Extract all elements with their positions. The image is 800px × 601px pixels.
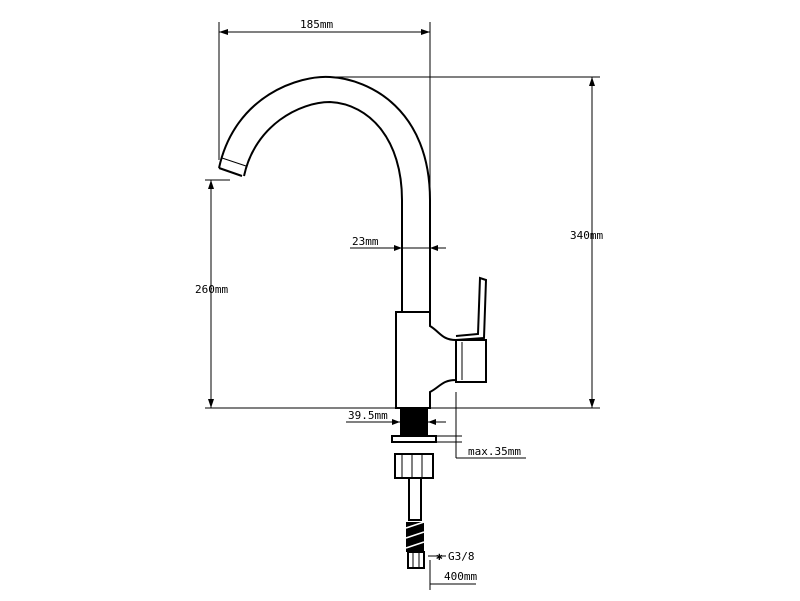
dimension-lines [205,22,600,590]
spout-outer-curve [218,75,431,312]
hose-connector [407,551,425,569]
lever-handle [455,276,488,341]
label-tube-diameter: 23mm [352,235,379,248]
threaded-rod [408,477,422,521]
label-max-thickness: max.35mm [468,445,521,458]
spout-tip [218,167,243,177]
label-base-diameter: 39.5mm [348,409,388,422]
mounting-plate [391,435,437,443]
faucet-outline [218,75,488,569]
spout-tip-inner [221,157,247,167]
mounting-nut [394,453,434,479]
label-spout-height: 260mm [195,283,228,296]
label-total-height: 340mm [570,229,603,242]
label-spout-reach: 185mm [300,18,333,31]
label-connector-mark: ✱ [436,550,443,563]
mixer-body [395,311,457,409]
handle-cartridge [455,339,487,383]
spout-inner-curve [243,100,403,312]
label-hose-length: 400mm [444,570,477,583]
braided-hose [406,522,424,552]
label-connector: G3/8 [448,550,475,563]
